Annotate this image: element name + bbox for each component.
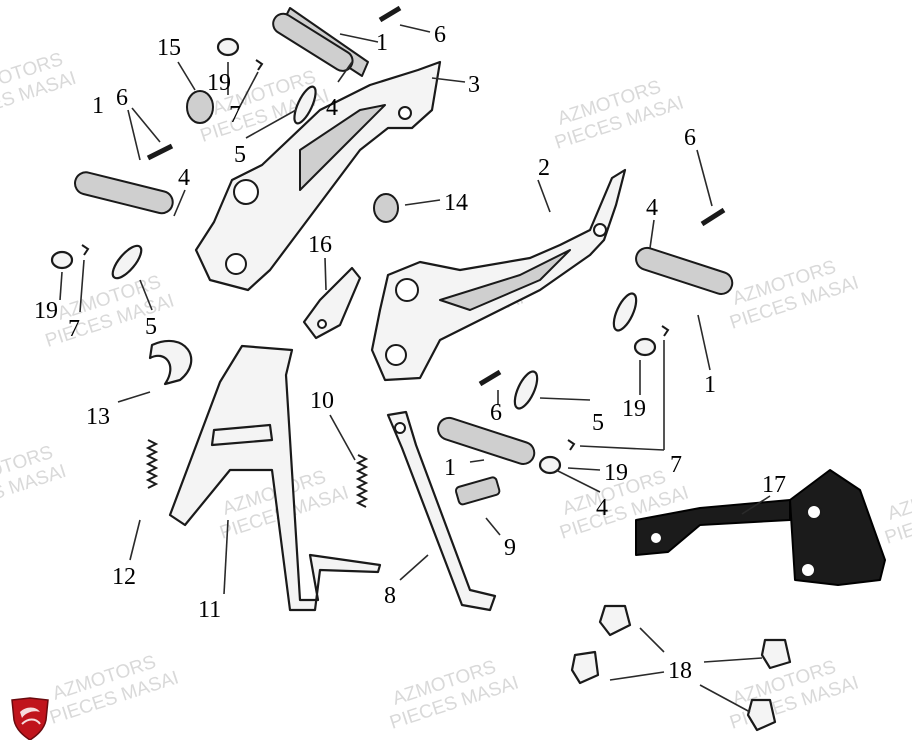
side-stand (386, 410, 497, 612)
main-stand (168, 344, 382, 612)
foot-peg-rubber (272, 7, 369, 77)
callout-16: 16 (308, 232, 332, 258)
clip (81, 59, 670, 451)
callout-19: 19 (34, 298, 58, 324)
callout-3: 3 (468, 72, 480, 98)
brand-shield-logo (11, 697, 49, 740)
spring (145, 439, 369, 508)
callout-7: 7 (670, 452, 682, 478)
callout-6: 6 (116, 85, 128, 111)
bushing (186, 90, 399, 223)
callout-1: 1 (376, 30, 388, 56)
callout-10: 10 (310, 388, 334, 414)
callout-6: 6 (434, 22, 446, 48)
left-footrest-bracket (194, 60, 442, 292)
callout-7: 7 (68, 316, 80, 342)
rubber-stopper (148, 339, 193, 386)
callout-19: 19 (207, 70, 231, 96)
watermark-line1: AZMOTORS (885, 472, 912, 525)
callout-15: 15 (157, 35, 181, 61)
callout-13: 13 (86, 404, 110, 430)
callout-6: 6 (490, 400, 502, 426)
callout-1: 1 (92, 93, 104, 119)
pivot-bolt (454, 476, 501, 506)
callout-14: 14 (444, 190, 468, 216)
callout-6: 6 (684, 125, 696, 151)
foot-peg-rubber (635, 246, 734, 295)
callout-9: 9 (504, 535, 516, 561)
callout-5: 5 (234, 142, 246, 168)
callout-5: 5 (592, 410, 604, 436)
callout-17: 17 (762, 472, 786, 498)
o-ring (111, 85, 638, 410)
callout-4: 4 (178, 165, 190, 191)
callout-7: 7 (229, 102, 241, 128)
callout-11: 11 (198, 597, 221, 623)
callout-19: 19 (604, 460, 628, 486)
washer (50, 37, 657, 475)
leader-lines (59, 24, 771, 713)
callout-2: 2 (538, 155, 550, 181)
callout-12: 12 (112, 564, 136, 590)
callout-labels: 1 6 3 4 15 19 7 5 1 6 4 2 6 4 14 16 19 7… (34, 22, 786, 684)
callout-4: 4 (646, 195, 658, 221)
stand-stopper-plate (302, 266, 362, 340)
engine-hanger-bracket (635, 469, 886, 586)
callout-5: 5 (145, 314, 157, 340)
bolt (146, 5, 726, 387)
callout-1: 1 (444, 455, 456, 481)
callout-4: 4 (326, 95, 338, 121)
callout-18: 18 (668, 658, 692, 684)
callout-19: 19 (622, 396, 646, 422)
callout-1: 1 (704, 372, 716, 398)
foot-peg-rubber (437, 416, 536, 465)
right-footrest-bracket (370, 168, 627, 382)
callout-4: 4 (596, 495, 608, 521)
flange-bolt (570, 604, 792, 732)
foot-peg-rubber (74, 171, 174, 215)
callout-8: 8 (384, 583, 396, 609)
